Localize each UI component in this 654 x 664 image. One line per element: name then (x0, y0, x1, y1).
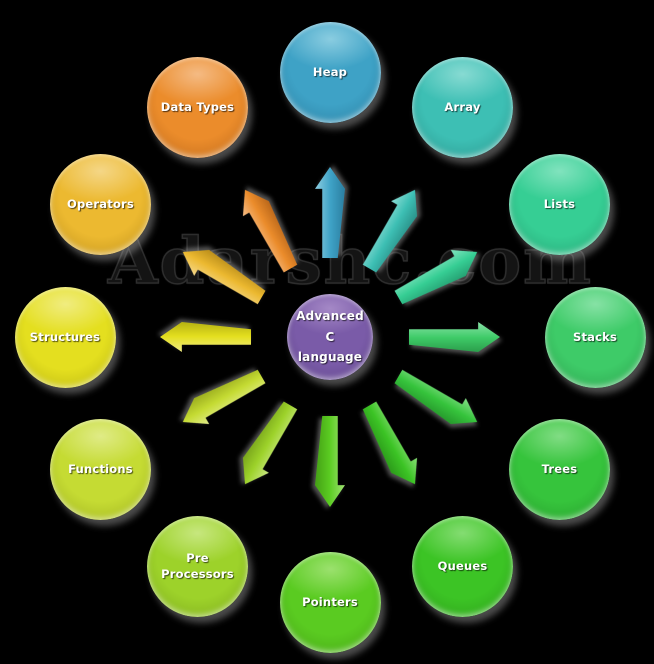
topic-node-pre-processors: Pre Processors (147, 515, 248, 617)
topic-node-label: Pointers (302, 594, 358, 609)
topic-node-label: Queues (437, 559, 488, 574)
topic-node-label: Lists (543, 197, 576, 212)
topic-node-label: Data Types (160, 100, 235, 115)
topic-node-trees: Trees (508, 419, 610, 520)
topic-node-array: Array (412, 57, 513, 158)
topic-node-label: Functions (68, 462, 133, 477)
topic-node-label: Heap (312, 64, 348, 79)
topic-node-stacks: Stacks (544, 286, 646, 388)
topic-node-label: Pre Processors (161, 551, 234, 582)
topic-node-operators: Operators (50, 154, 151, 255)
topic-node-data-types: Data Types (147, 57, 248, 158)
topic-node-structures: Structures (14, 286, 116, 388)
topic-node-label: Operators (67, 197, 134, 212)
topic-node-pointers: Pointers (279, 551, 381, 653)
topic-node-label: Array (444, 100, 481, 115)
topic-node-heap: Heap (279, 21, 381, 123)
center-label-line-1: Advanced (296, 308, 364, 323)
topic-node-functions: Functions (50, 419, 151, 520)
topic-node-lists: Lists (508, 154, 610, 255)
topic-node-queues: Queues (412, 515, 513, 617)
center-node-label: Advanced C language (287, 294, 373, 380)
center-label-line-3: language (297, 350, 363, 365)
center-label-line-2: C (325, 329, 335, 344)
topic-node-label: Trees (541, 462, 578, 477)
topic-node-label: Structures (29, 329, 101, 344)
topic-node-label: Stacks (572, 329, 618, 344)
arrow-to-stacks (409, 322, 500, 352)
center-node: Advanced C language (287, 294, 373, 380)
